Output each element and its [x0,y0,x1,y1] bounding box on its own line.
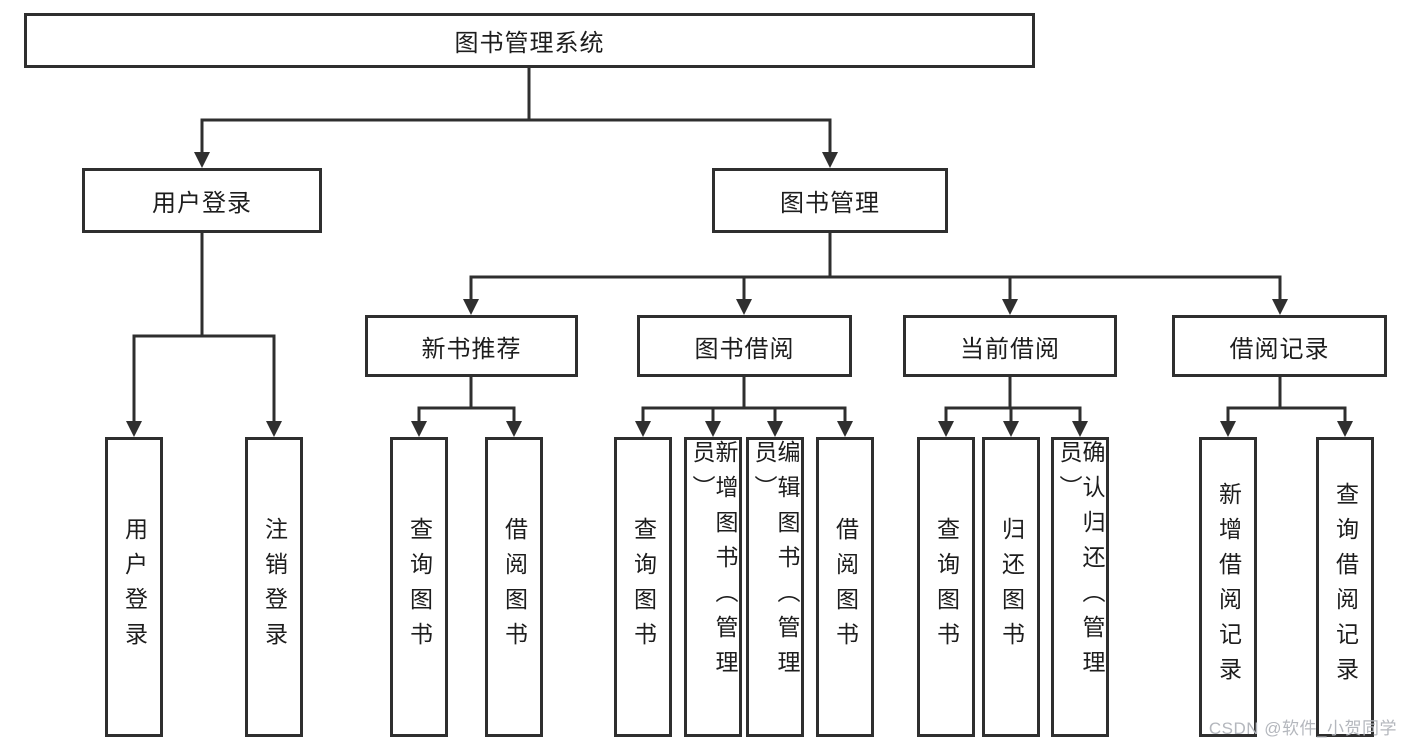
arrow-icon [194,152,210,168]
arrow-icon [837,421,853,437]
leaf-recommend-borrow-books-label: 借阅图书 [501,517,528,657]
node-new-book-recommend: 新书推荐 [365,315,578,377]
arrow-icon [411,421,427,437]
leaf-current-confirm-return-admin: 确认归还（管理员） [1051,437,1109,737]
leaf-records-query-record: 查询借阅记录 [1316,437,1374,737]
arrow-icon [705,421,721,437]
leaf-current-query-books: 查询图书 [917,437,975,737]
leaf-recommend-borrow-books: 借阅图书 [485,437,543,737]
leaf-records-query-record-label: 查询借阅记录 [1332,482,1359,692]
node-user-login: 用户登录 [82,168,322,233]
arrow-icon [1003,421,1019,437]
leaf-current-return-books: 归还图书 [982,437,1040,737]
leaf-recommend-query-books-label: 查询图书 [406,517,433,657]
arrow-icon [1002,299,1018,315]
leaf-borrow-borrow-books: 借阅图书 [816,437,874,737]
arrow-icon [266,421,282,437]
leaf-user-login-label: 用户登录 [121,517,148,657]
arrow-icon [736,299,752,315]
leaf-borrow-edit-books-admin-label: 编辑图书（管理员） [751,440,800,685]
csdn-watermark: CSDN @软件_小贺同学 [1208,719,1397,738]
leaf-current-confirm-return-admin-label: 确认归还（管理员） [1056,440,1105,685]
leaf-borrow-edit-books-admin: 编辑图书（管理员） [746,437,804,737]
arrow-icon [126,421,142,437]
leaf-recommend-query-books: 查询图书 [390,437,448,737]
leaf-current-query-books-label: 查询图书 [933,517,960,657]
arrow-icon [463,299,479,315]
leaf-current-return-books-label: 归还图书 [998,517,1025,657]
arrow-icon [1272,299,1288,315]
arrow-icon [938,421,954,437]
arrow-icon [1072,421,1088,437]
arrow-icon [822,152,838,168]
leaf-borrow-add-books-admin: 新增图书（管理员） [684,437,742,737]
leaf-borrow-query-books: 查询图书 [614,437,672,737]
node-book-management: 图书管理 [712,168,948,233]
node-borrow-records: 借阅记录 [1172,315,1387,377]
arrow-icon [1220,421,1236,437]
leaf-logout: 注销登录 [245,437,303,737]
leaf-borrow-borrow-books-label: 借阅图书 [832,517,859,657]
leaf-records-add-record: 新增借阅记录 [1199,437,1257,737]
arrow-icon [635,421,651,437]
arrow-icon [506,421,522,437]
leaf-user-login: 用户登录 [105,437,163,737]
leaf-logout-label: 注销登录 [261,517,288,657]
arrow-icon [767,421,783,437]
node-root: 图书管理系统 [24,13,1035,68]
node-book-borrow: 图书借阅 [637,315,852,377]
arrow-icon [1337,421,1353,437]
leaf-borrow-add-books-admin-label: 新增图书（管理员） [689,440,738,685]
node-current-borrow: 当前借阅 [903,315,1117,377]
leaf-borrow-query-books-label: 查询图书 [630,517,657,657]
leaf-records-add-record-label: 新增借阅记录 [1215,482,1242,692]
